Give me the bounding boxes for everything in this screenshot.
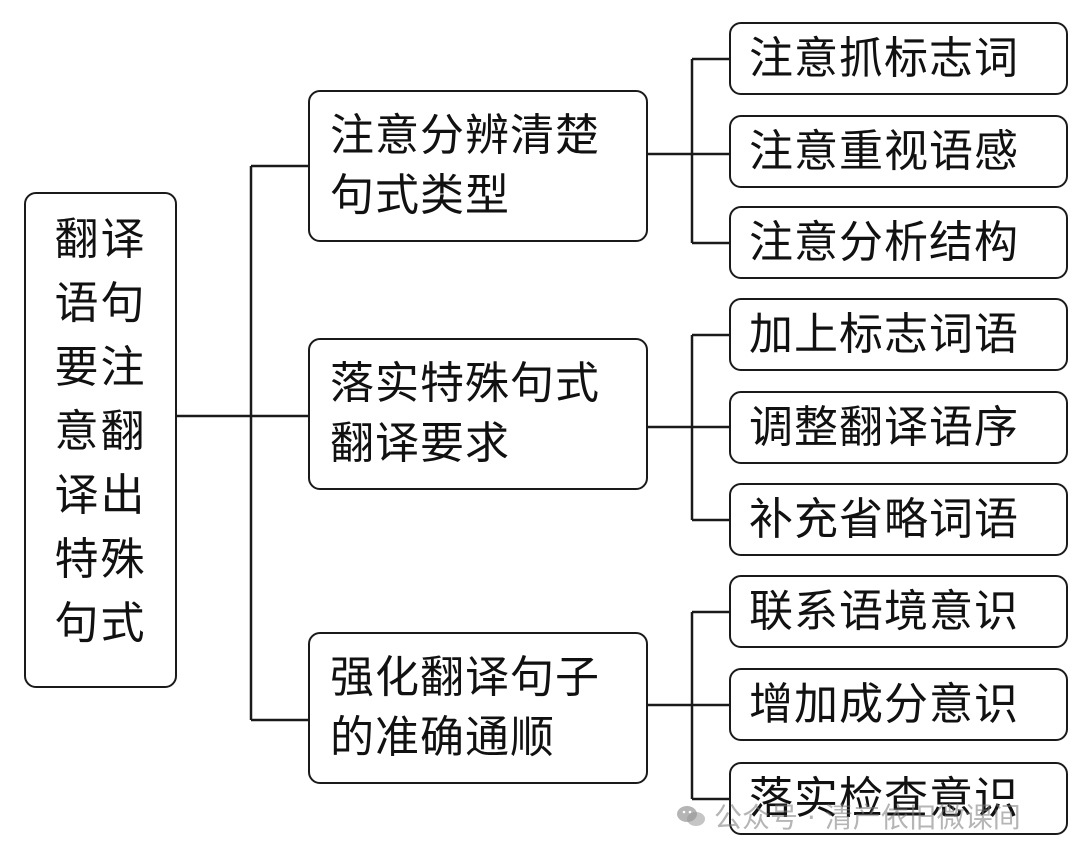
branch-node-label: 落实特殊句式 翻译要求 (330, 358, 600, 469)
watermark: 公众号 · 清产依旧微课间 (676, 796, 1021, 836)
branch-node-label: 注意分辨清楚 句式类型 (330, 110, 600, 221)
leaf-node-label: 调整翻译语序 (749, 402, 1019, 453)
leaf-node-label: 注意分析结构 (749, 217, 1019, 268)
leaf-node-label: 联系语境意识 (749, 586, 1019, 637)
leaf-node-label: 落实检查意识 (749, 773, 1019, 824)
leaf-node-3-1: 联系语境意识 (729, 575, 1068, 648)
leaf-node-1-1: 注意抓标志词 (729, 22, 1068, 95)
branch-node-1: 注意分辨清楚 句式类型 (308, 90, 648, 242)
watermark-text: 公众号 · 清产依旧微课间 (714, 801, 1021, 834)
branch-node-2: 落实特殊句式 翻译要求 (308, 338, 648, 490)
leaf-node-label: 注意重视语感 (749, 126, 1019, 177)
branch-node-3: 强化翻译句子 的准确通顺 (308, 632, 648, 784)
leaf-node-1-2: 注意重视语感 (729, 115, 1068, 188)
leaf-node-label: 增加成分意识 (749, 679, 1019, 730)
branch-node-label: 强化翻译句子 的准确通顺 (330, 652, 600, 763)
leaf-node-2-3: 补充省略词语 (729, 483, 1068, 556)
leaf-node-2-1: 加上标志词语 (729, 298, 1068, 371)
leaf-node-2-2: 调整翻译语序 (729, 391, 1068, 464)
leaf-node-label: 补充省略词语 (749, 494, 1019, 545)
leaf-node-1-3: 注意分析结构 (729, 206, 1068, 279)
root-node-label: 翻译 语句 要注 意翻 译出 特殊 句式 (54, 214, 147, 649)
leaf-node-3-2: 增加成分意识 (729, 668, 1068, 741)
leaf-node-label: 注意抓标志词 (749, 33, 1019, 84)
leaf-node-3-3: 落实检查意识 (729, 762, 1068, 835)
wechat-icon (677, 806, 705, 826)
root-node: 翻译 语句 要注 意翻 译出 特殊 句式 (24, 192, 177, 688)
leaf-node-label: 加上标志词语 (749, 309, 1019, 360)
